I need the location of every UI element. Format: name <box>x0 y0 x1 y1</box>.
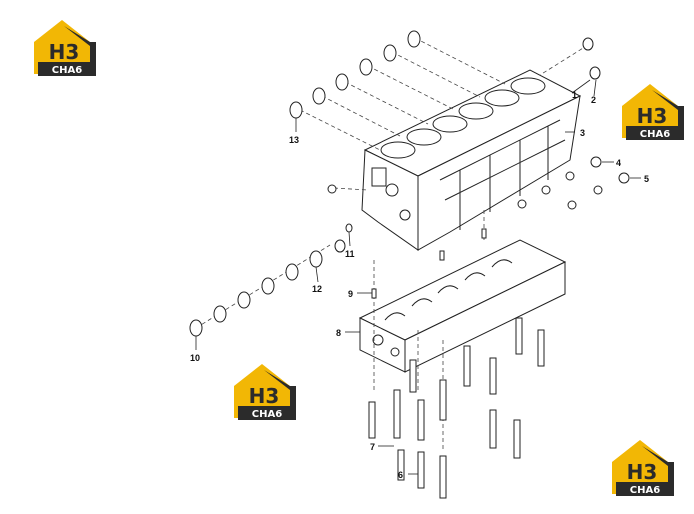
logo-top-text: H3 <box>49 40 80 64</box>
callout-4: 4 <box>616 158 621 168</box>
bearing-ladder-frame <box>358 239 567 373</box>
callout-leaders <box>195 79 641 475</box>
callout-6: 6 <box>398 470 403 480</box>
logo-bottom-text: CHA6 <box>640 129 670 140</box>
callout-13: 13 <box>289 135 299 145</box>
logo-top-left: H3 CHA6 <box>34 20 96 76</box>
logo-top-text: H3 <box>637 104 668 128</box>
bolts <box>368 317 545 499</box>
side-plugs <box>327 156 630 210</box>
cam-bushings <box>189 223 353 337</box>
callout-5: 5 <box>644 174 649 184</box>
logo-bottom-text: CHA6 <box>252 409 282 420</box>
logo-right: H3 CHA6 <box>622 84 684 140</box>
logo-bottom-right: H3 CHA6 <box>612 440 674 496</box>
callout-12: 12 <box>312 284 322 294</box>
logo-top-text: H3 <box>249 384 280 408</box>
cylinder-block <box>361 69 582 251</box>
logo-bottom-text: CHA6 <box>52 65 82 76</box>
callout-2: 2 <box>591 95 596 105</box>
callout-11: 11 <box>345 249 355 259</box>
callout-1: 1 <box>572 90 577 100</box>
callout-3: 3 <box>580 128 585 138</box>
logo-top-text: H3 <box>627 460 658 484</box>
callout-8: 8 <box>336 328 341 338</box>
callout-7: 7 <box>370 442 375 452</box>
logo-center-left: H3 CHA6 <box>234 364 296 420</box>
dowel-pins <box>371 228 487 299</box>
callout-9: 9 <box>348 289 353 299</box>
core-plugs-row <box>289 30 601 119</box>
logo-bottom-text: CHA6 <box>630 485 660 496</box>
callout-10: 10 <box>190 353 200 363</box>
